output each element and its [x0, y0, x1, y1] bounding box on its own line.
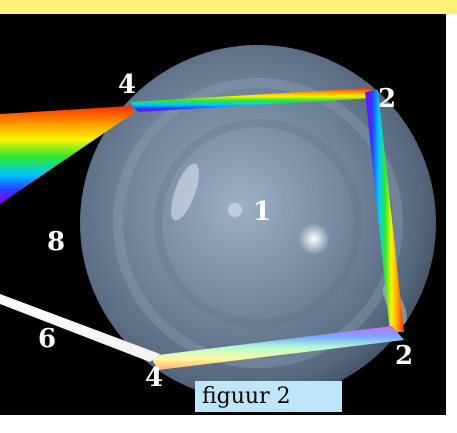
- light-highlight: [298, 223, 330, 255]
- water-droplet-sphere: [80, 45, 436, 401]
- bottom-ray: [150, 326, 404, 370]
- droplet-photo: 1 2 2 4 4 8 6 figuur 2: [0, 14, 446, 415]
- figure-caption: figuur 2: [195, 381, 342, 412]
- right-ray: [365, 90, 404, 332]
- label-bottom-right: 2: [395, 341, 414, 371]
- label-left-lower: 6: [38, 324, 57, 354]
- label-top-right: 2: [378, 84, 397, 114]
- incoming-rainbow-beam: [0, 106, 135, 204]
- label-center: 1: [253, 197, 272, 227]
- label-left-middle: 8: [47, 227, 66, 257]
- top-yellow-strip: [0, 0, 457, 14]
- white-light-ray: [0, 294, 160, 362]
- label-bottom-left: 4: [145, 363, 164, 393]
- bottom-margin: [0, 415, 457, 433]
- right-margin: [446, 14, 457, 415]
- label-top-left: 4: [118, 70, 137, 100]
- droplet-illustration: [0, 45, 436, 401]
- top-ray: [130, 88, 374, 112]
